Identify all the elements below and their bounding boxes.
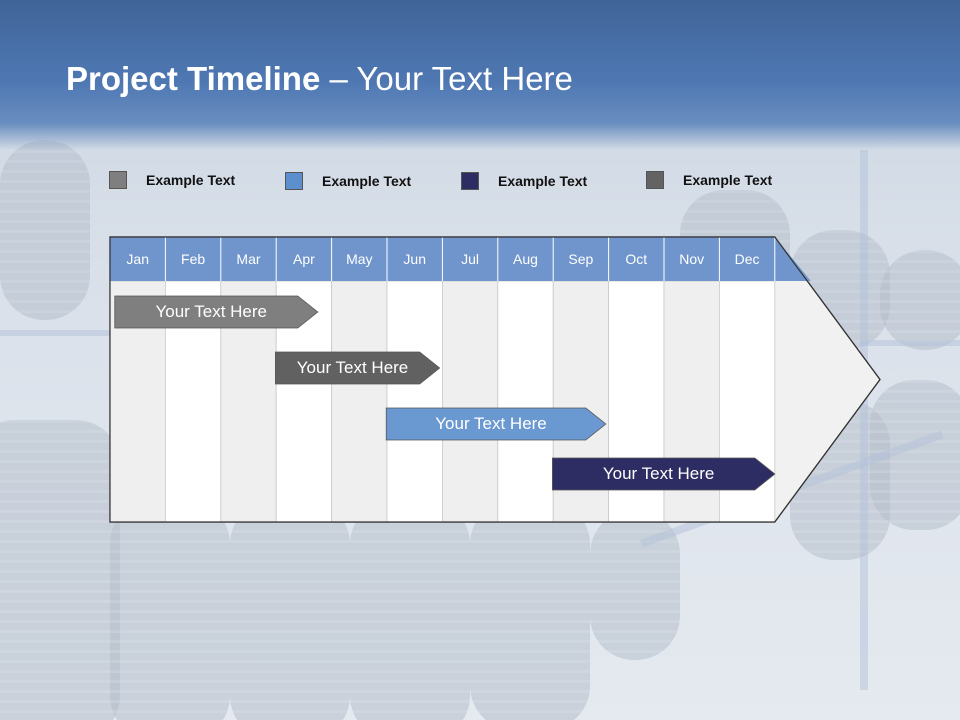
month-label: Sep bbox=[568, 251, 594, 267]
month-label: Dec bbox=[734, 251, 760, 267]
month-label: Apr bbox=[292, 251, 315, 267]
timeline-outline bbox=[109, 236, 881, 523]
month-label: Jul bbox=[461, 251, 480, 267]
task-label: Your Text Here bbox=[435, 414, 547, 433]
legend-swatch bbox=[285, 172, 303, 190]
task-bar bbox=[114, 295, 319, 329]
slide-title: Project Timeline – Your Text Here bbox=[66, 60, 573, 97]
legend-swatch bbox=[109, 171, 127, 189]
title-banner: Project Timeline – Your Text Here bbox=[0, 0, 960, 150]
month-label: Mar bbox=[236, 251, 261, 267]
month-label: Jun bbox=[403, 251, 426, 267]
task-bar bbox=[552, 457, 776, 491]
legend-label: Example Text bbox=[498, 173, 588, 189]
task-label: Your Text Here bbox=[296, 358, 409, 377]
legend-label: Example Text bbox=[683, 172, 773, 188]
month-column bbox=[331, 280, 388, 523]
task-bar bbox=[385, 407, 607, 441]
legend-swatch bbox=[461, 172, 479, 190]
month-column bbox=[441, 280, 499, 523]
month-label: Oct bbox=[625, 251, 648, 267]
month-label: Jan bbox=[126, 251, 149, 267]
month-label: Nov bbox=[679, 251, 705, 267]
legend-swatch bbox=[646, 171, 664, 189]
task-label: Your Text Here bbox=[602, 464, 715, 483]
month-label: Aug bbox=[513, 251, 538, 267]
month-column bbox=[497, 280, 554, 523]
month-label: Feb bbox=[181, 251, 206, 267]
legend-label: Example Text bbox=[322, 173, 412, 189]
task-label: Your Text Here bbox=[155, 302, 267, 321]
month-column bbox=[386, 280, 443, 523]
month-header-band bbox=[110, 237, 811, 281]
legend-label: Example Text bbox=[146, 172, 236, 188]
task-bar bbox=[275, 351, 441, 385]
month-label: May bbox=[346, 251, 373, 267]
